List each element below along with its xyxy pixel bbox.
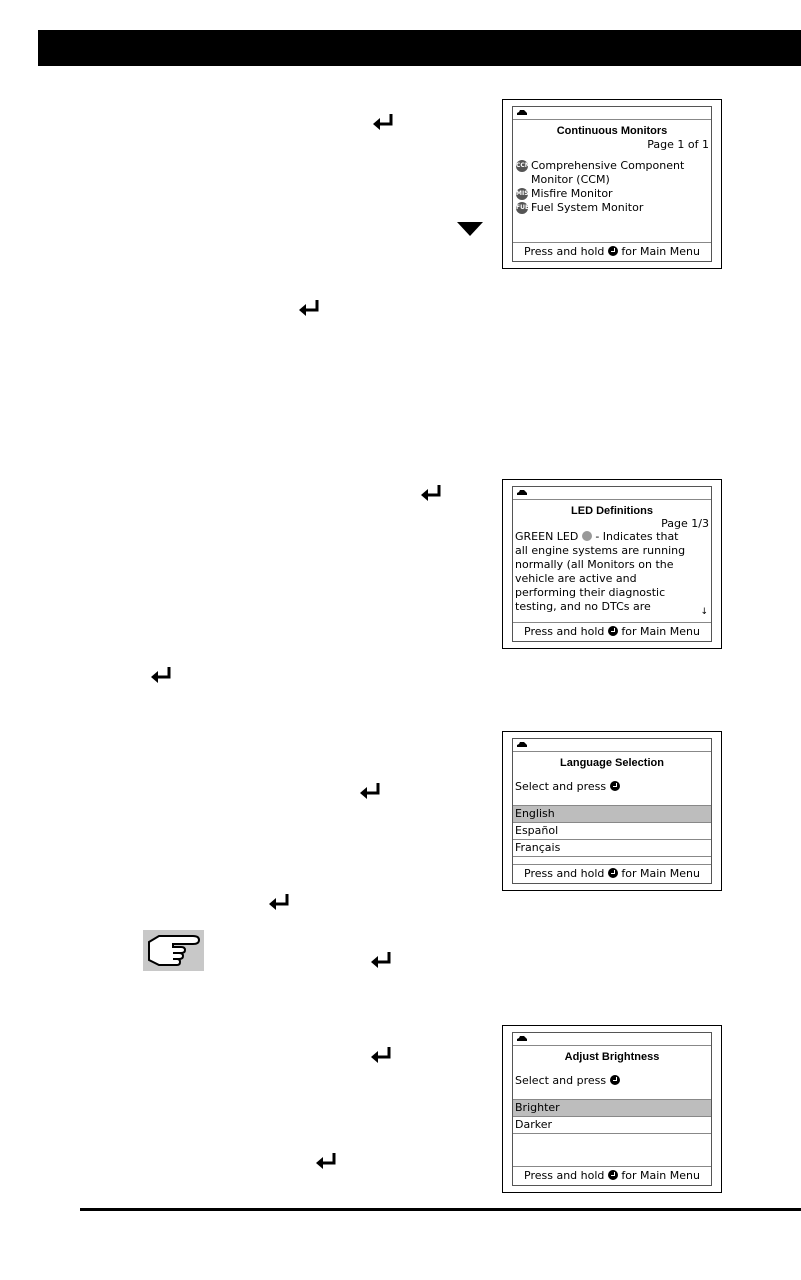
screen-status-bar <box>513 487 711 500</box>
down-arrow-icon <box>457 222 483 236</box>
enter-key-icon <box>360 783 380 799</box>
enter-button-icon <box>607 1170 618 1180</box>
enter-key-icon <box>316 1153 336 1169</box>
enter-key-icon <box>151 667 171 683</box>
page-header-bar <box>38 30 801 66</box>
enter-key-icon <box>371 952 391 968</box>
screen-title: LED Definitions <box>571 505 653 517</box>
enter-key-icon <box>269 894 289 910</box>
screen-continuous-monitors: Continuous Monitors Page 1 of 1 CCMCompr… <box>502 99 722 269</box>
screen-adjust-brightness: Adjust Brightness Select and press Brigh… <box>502 1025 722 1193</box>
screen-title: Adjust Brightness <box>564 1051 660 1063</box>
monitor-badge-icon: FUE <box>516 202 529 214</box>
screen-led-definitions: LED Definitions Page 1/3 GREEN LED - Ind… <box>502 479 722 649</box>
brightness-option-darker[interactable]: Darker <box>513 1117 711 1134</box>
select-prompt: Select and press <box>513 1074 711 1088</box>
monitor-item-continued: Monitor (CCM) <box>531 173 610 186</box>
select-prompt: Select and press <box>513 780 711 794</box>
screen-footer: Press and hold for Main Menu <box>513 1166 711 1185</box>
language-option-francais[interactable]: Français <box>513 840 711 857</box>
screen-footer: Press and hold for Main Menu <box>513 622 711 641</box>
vehicle-icon <box>517 110 527 115</box>
enter-key-icon <box>373 114 393 130</box>
screen-title: Language Selection <box>560 757 664 769</box>
green-led-icon <box>581 531 592 541</box>
language-option-espanol[interactable]: Español <box>513 823 711 840</box>
footer-rule <box>80 1208 801 1211</box>
screen-status-bar <box>513 1033 711 1046</box>
monitor-badge-icon: MIS <box>516 188 529 200</box>
monitor-badge-icon: CCM <box>516 160 531 172</box>
led-definition-text: GREEN LED - Indicates that all engine sy… <box>515 530 686 613</box>
language-option-english[interactable]: English <box>513 806 711 823</box>
page-indicator: Page 1/3 <box>661 517 709 530</box>
screen-language-selection: Language Selection Select and press Engl… <box>502 731 722 891</box>
vehicle-icon <box>517 490 527 495</box>
screen-status-bar <box>513 739 711 752</box>
scroll-down-icon: ↓ <box>700 607 708 617</box>
brightness-option-brighter[interactable]: Brighter <box>513 1100 711 1117</box>
enter-button-icon <box>607 868 618 878</box>
enter-button-icon <box>609 781 620 791</box>
screen-footer: Press and hold for Main Menu <box>513 864 711 883</box>
vehicle-icon <box>517 742 527 747</box>
enter-button-icon <box>607 626 618 636</box>
enter-button-icon <box>609 1075 620 1085</box>
vehicle-icon <box>517 1036 527 1041</box>
screen-footer: Press and hold for Main Menu <box>513 242 711 261</box>
page-indicator: Page 1 of 1 <box>647 138 709 151</box>
enter-key-icon <box>299 300 319 316</box>
monitor-item: CCMComprehensive Component <box>516 159 685 172</box>
enter-button-icon <box>607 246 618 256</box>
screen-title: Continuous Monitors <box>556 125 668 137</box>
note-pointing-hand-icon <box>143 930 204 971</box>
enter-key-icon <box>421 485 441 501</box>
screen-status-bar <box>513 107 711 120</box>
enter-key-icon <box>371 1047 391 1063</box>
